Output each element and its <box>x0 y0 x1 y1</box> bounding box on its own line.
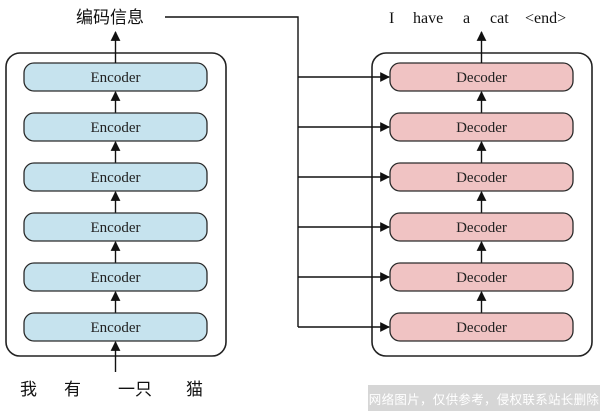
watermark: 网络图片，仅供参考，侵权联系站长删除 <box>368 385 600 411</box>
encoder-layer-2 <box>23 112 208 142</box>
encoder-layer-label: Encoder <box>91 70 141 86</box>
encoder-layer-3 <box>23 162 208 192</box>
decoder-layer-label: Decoder <box>456 320 507 336</box>
input-token-3: 一只 <box>118 380 152 400</box>
input-token-2: 有 <box>64 380 81 400</box>
encoder-layer-6 <box>23 312 208 342</box>
encoder-layer-label: Encoder <box>91 170 141 186</box>
encoder-output-label: 编码信息 <box>76 8 144 28</box>
encoded-info-bus <box>165 16 299 327</box>
decoder-layer-label: Decoder <box>456 270 507 286</box>
encoder-layer-label: Encoder <box>91 320 141 336</box>
decoder-layer-label: Decoder <box>456 120 507 136</box>
decoder-layer-2 <box>389 112 574 142</box>
decoder-layers: DecoderDecoderDecoderDecoderDecoderDecod… <box>389 62 574 342</box>
input-token-1: 我 <box>20 380 37 400</box>
output-token-1: I <box>389 10 394 27</box>
decoder-layer-6 <box>389 312 574 342</box>
encoder-layer-5 <box>23 262 208 292</box>
output-token-3: a <box>463 10 470 27</box>
encoder-layers: EncoderEncoderEncoderEncoderEncoderEncod… <box>23 62 208 342</box>
decoder-layer-5 <box>389 262 574 292</box>
encoder-layer-label: Encoder <box>91 220 141 236</box>
input-token-4: 猫 <box>186 380 203 400</box>
decoder-layer-label: Decoder <box>456 170 507 186</box>
decoder-layer-3 <box>389 162 574 192</box>
encoder-layer-4 <box>23 212 208 242</box>
decoder-layer-label: Decoder <box>456 220 507 236</box>
output-token-5: <end> <box>525 10 566 27</box>
output-token-2: have <box>413 10 443 27</box>
output-token-4: cat <box>490 10 509 27</box>
decoder-layer-label: Decoder <box>456 70 507 86</box>
decoder-layer-4 <box>389 212 574 242</box>
encoder-layer-label: Encoder <box>91 120 141 136</box>
encoder-layer-label: Encoder <box>91 270 141 286</box>
encoder-decoder-connectors <box>110 16 487 372</box>
